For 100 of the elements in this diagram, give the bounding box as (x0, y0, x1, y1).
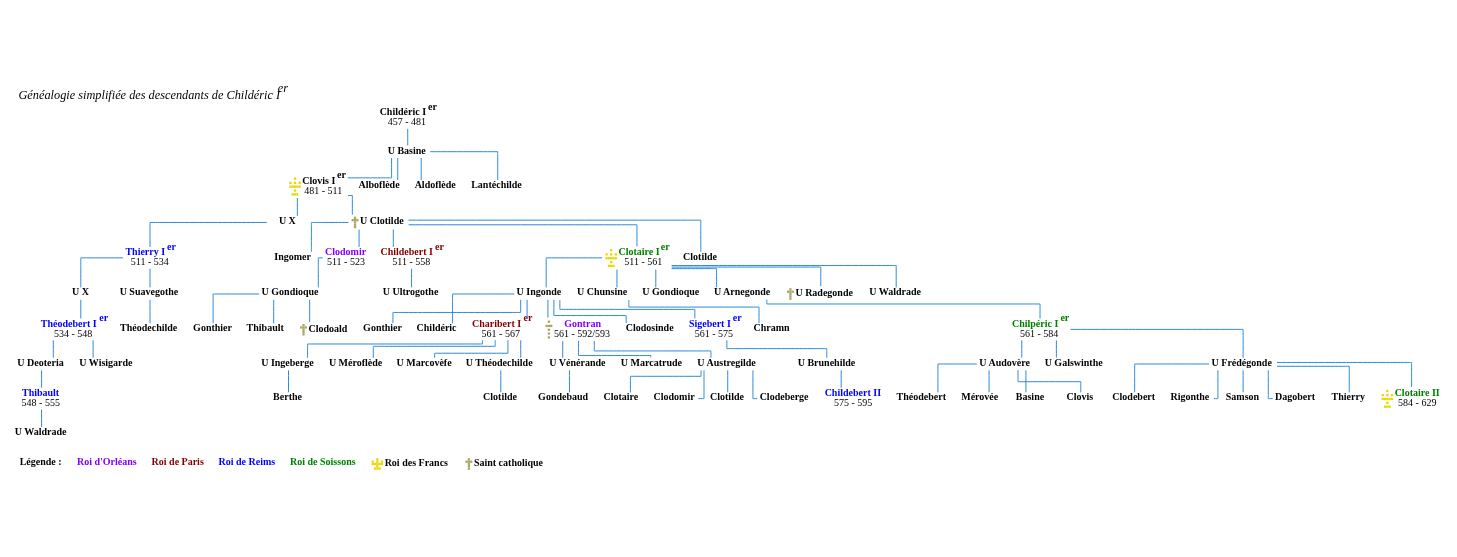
connector (697, 369, 705, 399)
connector (545, 256, 603, 288)
node-text: U Méroflède (328, 356, 383, 368)
connector (429, 150, 499, 180)
node-text: Thierry (1331, 390, 1365, 402)
node-text: U Galswinthe (1044, 356, 1103, 368)
node-text: Clodosinde (625, 321, 674, 333)
connector (372, 339, 496, 358)
connector (671, 266, 822, 287)
node-text: Gonthier (193, 321, 233, 333)
node-text: Lantéchilde (471, 178, 522, 190)
connector (80, 256, 124, 288)
node-text: U Gondioque (261, 285, 319, 297)
legend-label: Roi de Soissons (290, 455, 356, 467)
connector (500, 369, 502, 393)
legend-label: Roi d'Orléans (76, 455, 137, 467)
node-text: U Théodechilde (465, 356, 533, 368)
connector (41, 408, 43, 427)
connector (629, 369, 702, 393)
connector (310, 221, 349, 252)
node-text: Théodebert (896, 390, 947, 402)
connector (628, 299, 760, 323)
connector (80, 298, 82, 319)
node-text: Dagobert (1275, 390, 1316, 402)
connector (392, 228, 394, 247)
node-text: Clodeberge (759, 390, 809, 402)
node-text: U Vénérande (549, 356, 606, 368)
node-text: Thibault 548 - 555 (21, 386, 60, 408)
node-text: Clotilde (683, 250, 718, 262)
node-text: Clodoald (308, 322, 348, 334)
node-text: Clotaire II 584 - 629 (1394, 386, 1440, 408)
node-text: Gondebaud (538, 390, 589, 402)
connector (520, 339, 522, 358)
legend-label: Saint catholique (473, 456, 544, 468)
connector (1267, 369, 1274, 399)
node-text: Clotaire (603, 390, 639, 402)
connector (411, 267, 413, 288)
node-text: U Arnegonde (713, 285, 771, 297)
node-text: U Marcatrude (620, 356, 682, 368)
node-text: Clodomir 511 - 523 (325, 245, 367, 267)
node-text: U Clotilde (360, 214, 404, 226)
connector (41, 369, 43, 388)
node-text: Basine (1015, 390, 1045, 402)
connector (1025, 369, 1027, 393)
node-text: Childebert II 575 - 595 (824, 386, 882, 408)
connector (317, 256, 324, 288)
node-text: Clotilde (483, 390, 518, 402)
node-text: U Ingeberge (261, 356, 314, 368)
connector (671, 264, 897, 288)
connector (937, 363, 978, 393)
connector (1070, 328, 1244, 358)
node-text: U Marcovèfe (396, 356, 452, 368)
node-text: Clovis (1066, 390, 1094, 402)
node-text: Samson (1225, 390, 1260, 402)
node-text: Clotilde (710, 390, 744, 402)
connector (671, 267, 718, 288)
connector (1276, 361, 1413, 387)
node-text: Childéric (416, 321, 457, 333)
node-text: Thibault (246, 321, 284, 333)
node-text: Berthe (273, 390, 303, 402)
connector (408, 223, 638, 247)
connector (273, 298, 275, 324)
node-text: U Waldrade (14, 425, 67, 437)
node-text: U Deoteria (17, 356, 64, 368)
node-text: Clodebert (1112, 390, 1156, 402)
node-text: U Waldrade (869, 285, 922, 297)
label: Légende : (19, 455, 62, 467)
node-text: U Radegonde (795, 286, 853, 298)
connector (562, 340, 564, 358)
connector (307, 339, 483, 358)
node-text: U X (278, 214, 296, 226)
connector (559, 299, 696, 319)
connector (1055, 339, 1057, 358)
connector (840, 369, 842, 388)
node-text: Alboflède (358, 178, 400, 190)
connector (655, 268, 657, 288)
node-text: Gontran 561 - 592/593 (553, 317, 610, 339)
node-text: U Frédégonde (1211, 356, 1272, 368)
node-text: Clodomir (653, 390, 695, 402)
node-text: Mérovée (961, 390, 999, 402)
connector (309, 298, 311, 322)
node-text: U Basine (387, 144, 426, 156)
node-text: U Austregilde (697, 356, 756, 368)
connector (347, 194, 353, 215)
connector (578, 339, 652, 358)
node-text: Ingomer (274, 250, 311, 262)
node-text: U Ingonde (516, 285, 562, 297)
node-text: Théodechilde (120, 321, 178, 333)
connector (752, 369, 758, 399)
node-text: U X (71, 285, 89, 297)
node-text: Rigonthe (1170, 390, 1210, 402)
node-text: U Ultrogothe (382, 285, 439, 297)
node-text: U Brunehilde (797, 356, 856, 368)
connector (296, 197, 298, 216)
connector (593, 340, 712, 358)
connector (288, 369, 289, 393)
legend-label: Roi des Francs (384, 456, 448, 468)
connector (727, 369, 729, 393)
node-text: U Chunsine (576, 285, 628, 297)
connector (1213, 369, 1219, 399)
